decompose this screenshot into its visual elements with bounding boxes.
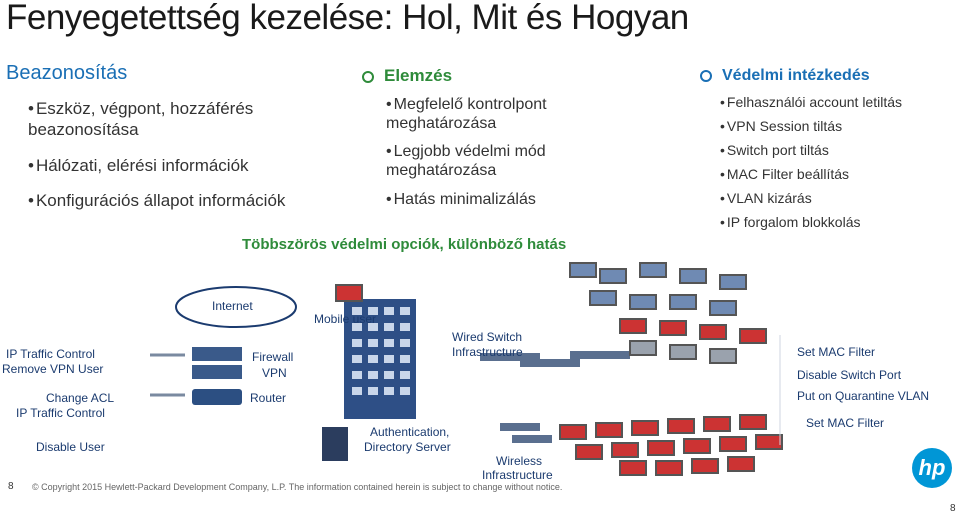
action-set-mac-filter: Set MAC Filter bbox=[797, 345, 876, 359]
firewall-icon bbox=[192, 365, 242, 379]
middle-subtitle: Többszörös védelmi opciók, különböző hat… bbox=[242, 236, 567, 253]
left-item-1-text: Eszköz, végpont, hozzáférés beazonosítás… bbox=[28, 99, 254, 139]
right-item-2-text: VPN Session tiltás bbox=[726, 118, 843, 134]
middle-heading-text: Elemzés bbox=[384, 66, 453, 85]
vpn-label: VPN bbox=[262, 366, 287, 380]
network-diagram bbox=[150, 262, 783, 476]
access-point-icon bbox=[512, 435, 552, 443]
building-windows bbox=[352, 307, 410, 395]
middle-item-1-text: Megfelelő kontrolpont meghatározása bbox=[386, 96, 547, 132]
firewall-icon bbox=[192, 347, 242, 361]
ring-bullet-icon bbox=[362, 70, 374, 83]
left-item-1: Eszköz, végpont, hozzáférés beazonosítás… bbox=[28, 98, 298, 140]
right-item-4: MAC Filter beállítás bbox=[720, 162, 960, 186]
right-item-list: Felhasználói account letiltás VPN Sessio… bbox=[720, 90, 960, 234]
page-number: 8 bbox=[8, 481, 14, 492]
left-item-3-text: Konfigurációs állapot információk bbox=[35, 191, 286, 210]
wireless-infra-label: Infrastructure bbox=[482, 468, 553, 482]
page-number-corner: 8 bbox=[950, 503, 956, 514]
action-remove-vpn-user: Remove VPN User bbox=[2, 362, 104, 376]
internet-label: Internet bbox=[212, 299, 253, 313]
laptop-cluster-bottom bbox=[559, 414, 783, 476]
middle-item-2-text: Legjobb védelmi mód meghatározása bbox=[386, 143, 546, 179]
action-change-acl: Change ACL bbox=[46, 391, 115, 405]
right-item-5: VLAN kizárás bbox=[720, 186, 960, 210]
right-heading-text: Védelmi intézkedés bbox=[722, 67, 870, 84]
internet-cloud-icon bbox=[175, 286, 297, 328]
switch-icon bbox=[520, 359, 580, 367]
router-label: Router bbox=[250, 391, 287, 405]
firewall-label: Firewall bbox=[252, 350, 294, 364]
right-item-3: Switch port tiltás bbox=[720, 138, 960, 162]
directory-server-label: Directory Server bbox=[364, 440, 451, 454]
wireless-label: Wireless bbox=[496, 454, 543, 468]
right-item-1-text: Felhasználói account letiltás bbox=[726, 94, 903, 110]
wired-switch-label: Wired Switch bbox=[452, 330, 523, 344]
action-disable-user: Disable User bbox=[36, 440, 105, 454]
action-ip-traffic-control-2: IP Traffic Control bbox=[16, 406, 105, 420]
router-icon bbox=[192, 389, 242, 405]
right-section-heading: Védelmi intézkedés bbox=[700, 67, 870, 85]
left-item-3: Konfigurációs állapot információk bbox=[28, 190, 348, 211]
action-set-mac-filter-2: Set MAC Filter bbox=[806, 416, 885, 430]
action-ip-traffic-control: IP Traffic Control bbox=[6, 347, 95, 361]
right-item-6-text: IP forgalom blokkolás bbox=[726, 214, 861, 230]
hp-logo-text: hp bbox=[918, 455, 946, 480]
action-disable-switch-port: Disable Switch Port bbox=[797, 368, 902, 382]
left-item-2-text: Hálózati, elérési információk bbox=[35, 156, 249, 175]
right-item-1: Felhasználói account letiltás bbox=[720, 90, 960, 114]
ring-bullet-icon bbox=[700, 69, 712, 82]
middle-item-3-text: Hatás minimalizálás bbox=[393, 191, 536, 208]
right-item-4-text: MAC Filter beállítás bbox=[726, 166, 850, 182]
middle-item-1: Megfelelő kontrolpont meghatározása bbox=[386, 95, 586, 133]
right-item-5-text: VLAN kizárás bbox=[726, 190, 812, 206]
switch-icon bbox=[480, 353, 540, 361]
access-point-icon bbox=[500, 423, 540, 431]
page-title: Fenyegetettség kezelése: Hol, Mit és Hog… bbox=[6, 0, 689, 37]
copyright-footer: © Copyright 2015 Hewlett-Packard Develop… bbox=[32, 482, 563, 492]
switch-icon bbox=[570, 351, 630, 359]
right-item-6: IP forgalom blokkolás bbox=[720, 210, 960, 234]
hp-logo-icon: hp bbox=[912, 448, 952, 488]
middle-item-3: Hatás minimalizálás bbox=[386, 190, 606, 209]
right-item-3-text: Switch port tiltás bbox=[726, 142, 829, 158]
mobile-user-label: Mobile user bbox=[314, 312, 377, 326]
auth-label: Authentication, bbox=[370, 425, 450, 439]
action-quarantine-vlan: Put on Quarantine VLAN bbox=[797, 389, 930, 403]
mobile-laptop-icon bbox=[335, 284, 363, 302]
left-section-heading: Beazonosítás bbox=[6, 62, 128, 84]
middle-section-heading: Elemzés bbox=[362, 66, 452, 86]
right-item-2: VPN Session tiltás bbox=[720, 114, 960, 138]
left-item-2: Hálózati, elérési információk bbox=[28, 155, 318, 176]
wired-infra-label: Infrastructure bbox=[452, 345, 523, 359]
server-icon bbox=[322, 427, 348, 461]
laptop-cluster-top bbox=[569, 262, 767, 364]
middle-item-2: Legjobb védelmi mód meghatározása bbox=[386, 142, 586, 180]
